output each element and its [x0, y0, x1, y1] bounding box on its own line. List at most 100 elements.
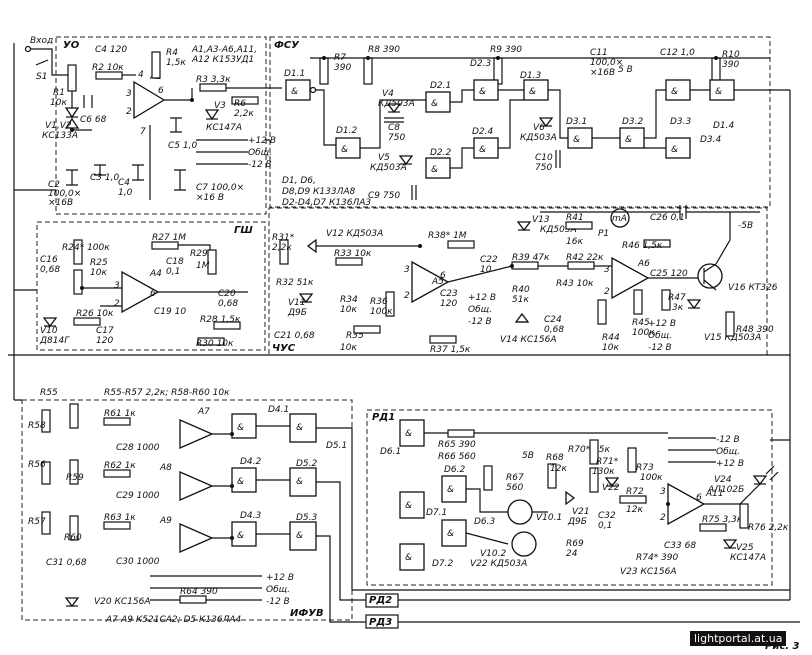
gate-d53	[289, 521, 317, 551]
svg-text:D7.1: D7.1	[426, 508, 447, 518]
svg-text:C10: C10	[535, 153, 553, 163]
svg-text:V6: V6	[533, 123, 545, 133]
svg-text:A6: A6	[637, 259, 650, 269]
svg-text:-12 В: -12 В	[648, 343, 672, 353]
svg-text:D2-D4,D7 К136ЛА3: D2-D4,D7 К136ЛА3	[282, 198, 371, 208]
svg-text:V20 КС156А: V20 КС156А	[94, 597, 150, 607]
svg-text:C30 1000: C30 1000	[116, 557, 160, 567]
svg-text:2: 2	[604, 287, 610, 297]
svg-text:АЛ102Б: АЛ102Б	[707, 485, 744, 495]
svg-text:Общ.: Общ.	[716, 447, 740, 457]
svg-text:-12 В: -12 В	[716, 435, 740, 445]
svg-text:Д9Б: Д9Б	[287, 308, 307, 318]
svg-text:C9 750: C9 750	[368, 191, 400, 201]
svg-text:R56: R56	[28, 460, 46, 470]
svg-text:C23: C23	[440, 289, 458, 299]
gate-d71	[399, 491, 425, 519]
svg-text:D5.1: D5.1	[326, 441, 347, 451]
svg-text:R69: R69	[566, 539, 584, 549]
svg-text:0,1: 0,1	[598, 521, 612, 531]
svg-text:R47: R47	[668, 293, 686, 303]
svg-text:×16В: ×16В	[48, 198, 73, 208]
svg-text:&: &	[447, 485, 454, 495]
svg-text:V23 КС156А: V23 КС156А	[620, 567, 676, 577]
svg-text:D7.2: D7.2	[432, 559, 454, 569]
svg-text:5 В: 5 В	[618, 65, 633, 75]
svg-text:&: &	[296, 477, 303, 487]
svg-text:R8 390: R8 390	[368, 45, 400, 55]
svg-text:16к: 16к	[566, 237, 583, 247]
svg-text:+12 В: +12 В	[248, 136, 276, 146]
svg-text:V14 КС156А: V14 КС156А	[500, 335, 556, 345]
svg-text:C6 68: C6 68	[80, 115, 107, 125]
svg-text:&: &	[529, 87, 536, 97]
svg-text:R1: R1	[53, 88, 65, 98]
svg-text:100к: 100к	[640, 473, 663, 483]
svg-text:A11: A11	[705, 489, 724, 499]
svg-text:C25 120: C25 120	[650, 269, 688, 279]
comparator-a9	[179, 523, 214, 553]
svg-text:V16 КТ326: V16 КТ326	[728, 283, 778, 293]
svg-text:C21 0,68: C21 0,68	[274, 331, 315, 341]
svg-text:-12 В: -12 В	[266, 597, 290, 607]
svg-text:-5В: -5В	[738, 221, 753, 231]
svg-text:D6.1: D6.1	[380, 447, 401, 457]
svg-text:2,2к: 2,2к	[234, 109, 254, 119]
gate-d52	[289, 467, 317, 497]
svg-text:-12 В: -12 В	[468, 317, 492, 327]
svg-text:R55-R57 2,2к; R58-R60 10к: R55-R57 2,2к; R58-R60 10к	[104, 388, 230, 398]
svg-text:Общ.: Общ.	[468, 305, 492, 315]
svg-text:R43 10к: R43 10к	[556, 279, 594, 289]
svg-text:6: 6	[440, 271, 446, 281]
svg-text:&: &	[405, 429, 412, 439]
svg-text:100,0×: 100,0×	[590, 58, 623, 68]
block-rd1	[366, 409, 773, 586]
gate-d51	[289, 413, 317, 443]
svg-text:R6: R6	[234, 99, 246, 109]
svg-text:R4: R4	[166, 48, 178, 58]
svg-text:R37 1,5к: R37 1,5к	[430, 345, 471, 355]
svg-text:C33 68: C33 68	[664, 541, 696, 551]
label-rd3: РД3	[369, 617, 392, 628]
opamp-a1	[133, 80, 166, 120]
svg-text:C22: C22	[480, 255, 498, 265]
svg-text:D4.2: D4.2	[240, 457, 262, 467]
svg-text:R35: R35	[346, 331, 364, 341]
svg-text:R55: R55	[40, 388, 58, 398]
svg-text:7: 7	[140, 127, 146, 137]
svg-text:КС147А: КС147А	[206, 123, 242, 133]
svg-text:V4: V4	[382, 89, 394, 99]
svg-text:1М: 1М	[196, 261, 210, 271]
svg-text:+12 В: +12 В	[266, 573, 294, 583]
block-gsh	[36, 221, 266, 351]
svg-text:0,1: 0,1	[166, 267, 180, 277]
svg-text:-12 В: -12 В	[248, 160, 272, 170]
svg-text:1,5к: 1,5к	[166, 58, 186, 68]
svg-text:mA: mA	[612, 214, 627, 224]
svg-text:C19 10: C19 10	[154, 307, 186, 317]
svg-text:D3.2: D3.2	[622, 117, 644, 127]
svg-text:C11: C11	[590, 48, 608, 58]
svg-text:R9 390: R9 390	[490, 45, 522, 55]
svg-text:2: 2	[404, 291, 410, 301]
svg-text:КД503А: КД503А	[520, 133, 557, 143]
svg-text:V11: V11	[288, 298, 306, 308]
svg-text:3: 3	[660, 487, 666, 497]
svg-text:&: &	[447, 529, 454, 539]
svg-text:КС147А: КС147А	[730, 553, 766, 563]
svg-text:&: &	[405, 501, 412, 511]
svg-text:C8: C8	[388, 123, 400, 133]
svg-text:V22: V22	[602, 483, 620, 493]
svg-text:C3 1,0: C3 1,0	[90, 173, 119, 183]
svg-text:&: &	[573, 135, 580, 145]
svg-text:R34: R34	[340, 295, 358, 305]
svg-text:120: 120	[440, 299, 457, 309]
label-fsu: ФСУ	[274, 40, 300, 51]
svg-text:D1.4: D1.4	[713, 121, 735, 131]
svg-text:Д9Б: Д9Б	[567, 517, 587, 527]
svg-text:R27 1М: R27 1М	[152, 233, 186, 243]
block-uo	[55, 36, 267, 215]
svg-text:V3: V3	[214, 101, 226, 111]
svg-text:750: 750	[388, 133, 405, 143]
svg-text:R63 1к: R63 1к	[104, 513, 136, 523]
